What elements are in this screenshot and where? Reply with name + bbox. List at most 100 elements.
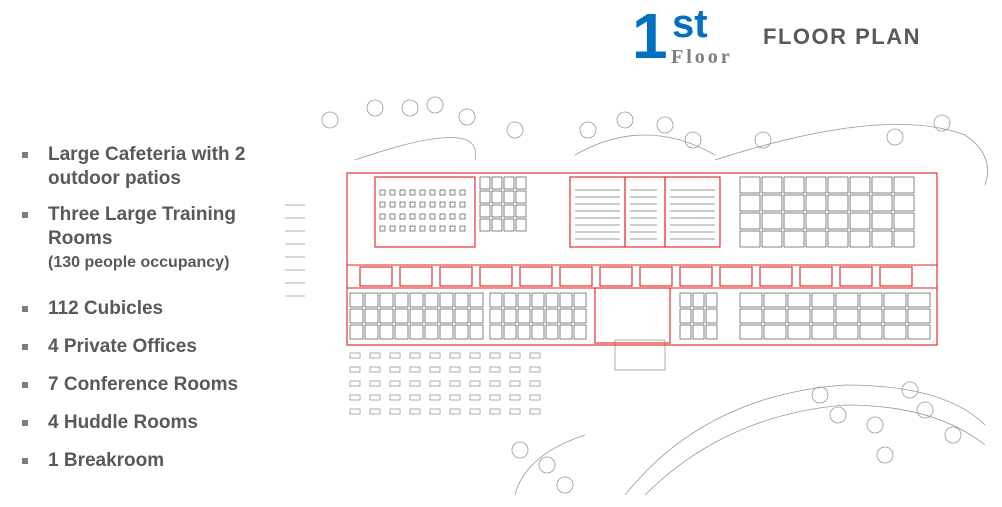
parking-space — [529, 394, 541, 401]
parking-space — [389, 366, 401, 373]
training-room — [664, 176, 721, 248]
cubicle — [739, 324, 763, 340]
feature-text: Three Large Training Rooms — [48, 204, 236, 249]
feature-text: 1 Breakroom — [48, 450, 165, 471]
bullet-icon — [22, 420, 28, 426]
parking-space — [489, 394, 501, 401]
parking-space — [409, 366, 421, 373]
parking-space — [489, 352, 501, 359]
parking-space — [389, 352, 401, 359]
road-outline — [644, 404, 986, 495]
room — [599, 266, 633, 287]
training-room — [569, 176, 626, 248]
cubicle — [811, 292, 835, 308]
parking-space — [369, 408, 381, 415]
cubicle — [439, 324, 454, 340]
tree-icon — [321, 111, 339, 129]
tree-icon — [656, 116, 674, 134]
cubicle — [364, 292, 379, 308]
cubicle — [424, 292, 439, 308]
cubicle — [439, 292, 454, 308]
cubicle — [531, 308, 545, 324]
parking-space — [509, 380, 521, 387]
list-item: 112 Cubicles — [22, 297, 278, 321]
parking-space — [369, 352, 381, 359]
cubicle — [739, 212, 761, 230]
parking-space — [409, 394, 421, 401]
cubicle — [805, 194, 827, 212]
cubicle — [424, 324, 439, 340]
parking-space — [449, 352, 461, 359]
table — [419, 201, 426, 208]
table — [429, 189, 436, 196]
cubicle — [811, 324, 835, 340]
cubicle — [783, 212, 805, 230]
cubicle — [454, 308, 469, 324]
table — [409, 201, 416, 208]
table — [419, 225, 426, 232]
parking-space — [349, 366, 361, 373]
cubicle — [692, 292, 705, 308]
cubicle — [364, 308, 379, 324]
parking-space — [489, 366, 501, 373]
cubicle — [859, 324, 883, 340]
room — [399, 266, 433, 287]
feature-text: 112 Cubicles — [48, 298, 164, 319]
parking-space — [489, 408, 501, 415]
cubicle — [545, 308, 559, 324]
bullet-icon — [22, 458, 28, 464]
room — [839, 266, 873, 287]
cubicle — [454, 292, 469, 308]
table — [439, 225, 446, 232]
feature-text: Large Cafeteria with 2 outdoor patios — [48, 144, 246, 189]
parking-space — [349, 380, 361, 387]
cubicle — [893, 194, 915, 212]
cubicle — [679, 308, 692, 324]
cubicle — [491, 204, 503, 218]
cubicle — [739, 194, 761, 212]
parking-space — [429, 408, 441, 415]
table — [449, 201, 456, 208]
parking-space — [469, 408, 481, 415]
parking-space — [349, 394, 361, 401]
parking-space — [409, 408, 421, 415]
parking-space — [369, 366, 381, 373]
cubicle — [573, 324, 587, 340]
cubicle — [531, 292, 545, 308]
parking-space — [509, 394, 521, 401]
cubicle — [761, 176, 783, 194]
cubicle — [573, 292, 587, 308]
room — [759, 266, 793, 287]
cubicle — [893, 176, 915, 194]
tree-icon — [754, 131, 772, 149]
parking-space — [469, 352, 481, 359]
list-item: 4 Huddle Rooms — [22, 411, 278, 435]
cubicle — [692, 324, 705, 340]
cubicle — [545, 324, 559, 340]
cubicle — [439, 308, 454, 324]
parking-space — [469, 380, 481, 387]
cubicle — [559, 292, 573, 308]
table — [399, 213, 406, 220]
floor-number: 1 — [632, 0, 668, 72]
cubicle — [503, 176, 515, 190]
cubicle — [409, 308, 424, 324]
cubicle — [489, 292, 503, 308]
training-room — [624, 176, 666, 248]
cubicle — [379, 292, 394, 308]
cubicle — [517, 324, 531, 340]
cubicle — [849, 194, 871, 212]
cubicle — [679, 292, 692, 308]
patio-outline — [354, 137, 477, 161]
cubicle — [503, 324, 517, 340]
lobby — [594, 287, 671, 344]
parking-space — [529, 352, 541, 359]
cubicle — [545, 292, 559, 308]
cubicle — [515, 218, 527, 232]
cubicle — [349, 292, 364, 308]
tree-icon — [426, 96, 444, 114]
parking-space — [429, 352, 441, 359]
cubicle — [409, 324, 424, 340]
cubicle — [503, 292, 517, 308]
cubicle — [761, 194, 783, 212]
